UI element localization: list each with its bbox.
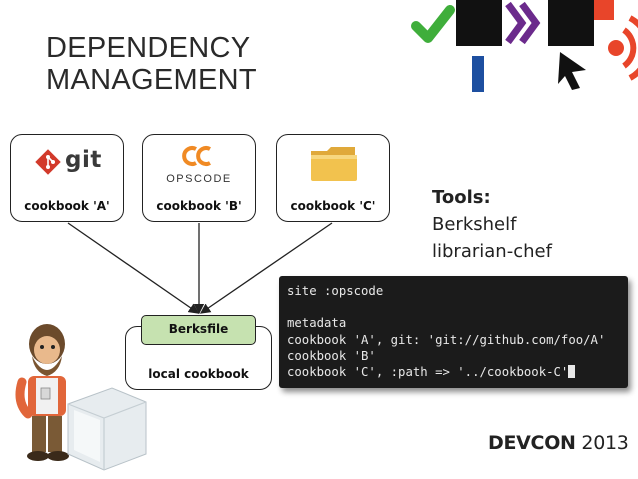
tool-item-berkshelf: Berkshelf (432, 214, 517, 235)
terminal-line: metadata (287, 316, 347, 331)
cookbook-b-label: cookbook 'B' (156, 199, 242, 213)
tools-heading: Tools: (432, 187, 491, 208)
title-line-2: MANAGEMENT (46, 64, 257, 96)
berksfile-terminal: site :opscode metadata cookbook 'A', git… (279, 276, 628, 388)
devcon-logo: DEVCON 2013 (488, 432, 629, 454)
terminal-line (287, 299, 620, 315)
terminal-line: cookbook 'C', :path => '../cookbook-C' (287, 364, 620, 380)
folder-icon (311, 147, 357, 181)
opscode-logo-text: OPSCODE (166, 173, 232, 185)
berksfile-box: Berksfile (141, 315, 256, 345)
tool-item-librarian-chef: librarian-chef (432, 241, 552, 262)
local-cookbook-label: local cookbook (148, 367, 249, 381)
ice-cube-illustration (67, 387, 147, 471)
cookbook-a-box: git cookbook 'A' (10, 134, 124, 222)
brand-corner-graphic (410, 0, 638, 92)
title-line-1: DEPENDENCY (46, 32, 251, 64)
git-logo: git (35, 147, 105, 177)
cookbook-b-box: OPSCODE cookbook 'B' (142, 134, 256, 222)
tools-list: Tools: Berkshelf librarian-chef (432, 184, 552, 265)
opscode-logo: OPSCODE (143, 145, 255, 185)
terminal-line: site :opscode (287, 284, 384, 298)
terminal-line-text: cookbook 'C', :path => '../cookbook-C' (287, 364, 569, 379)
terminal-cursor (568, 364, 576, 378)
chef-mascot-illustration (15, 324, 69, 461)
opscode-icon (182, 146, 211, 166)
cookbook-a-label: cookbook 'A' (24, 199, 110, 213)
git-icon (35, 149, 61, 175)
slide-title: DEPENDENCY MANAGEMENT (46, 32, 257, 96)
git-logo-text: git (65, 147, 102, 173)
cookbook-c-box: cookbook 'C' (276, 134, 390, 222)
cookbook-c-label: cookbook 'C' (290, 199, 376, 213)
terminal-line: cookbook 'B' (287, 348, 376, 363)
arrow-from-a (67, 222, 200, 314)
devcon-year: 2013 (581, 432, 629, 454)
terminal-line: cookbook 'A', git: 'git://github.com/foo… (287, 332, 606, 347)
devcon-brand: DEVCON (488, 432, 576, 454)
arrow-from-c (199, 222, 333, 314)
